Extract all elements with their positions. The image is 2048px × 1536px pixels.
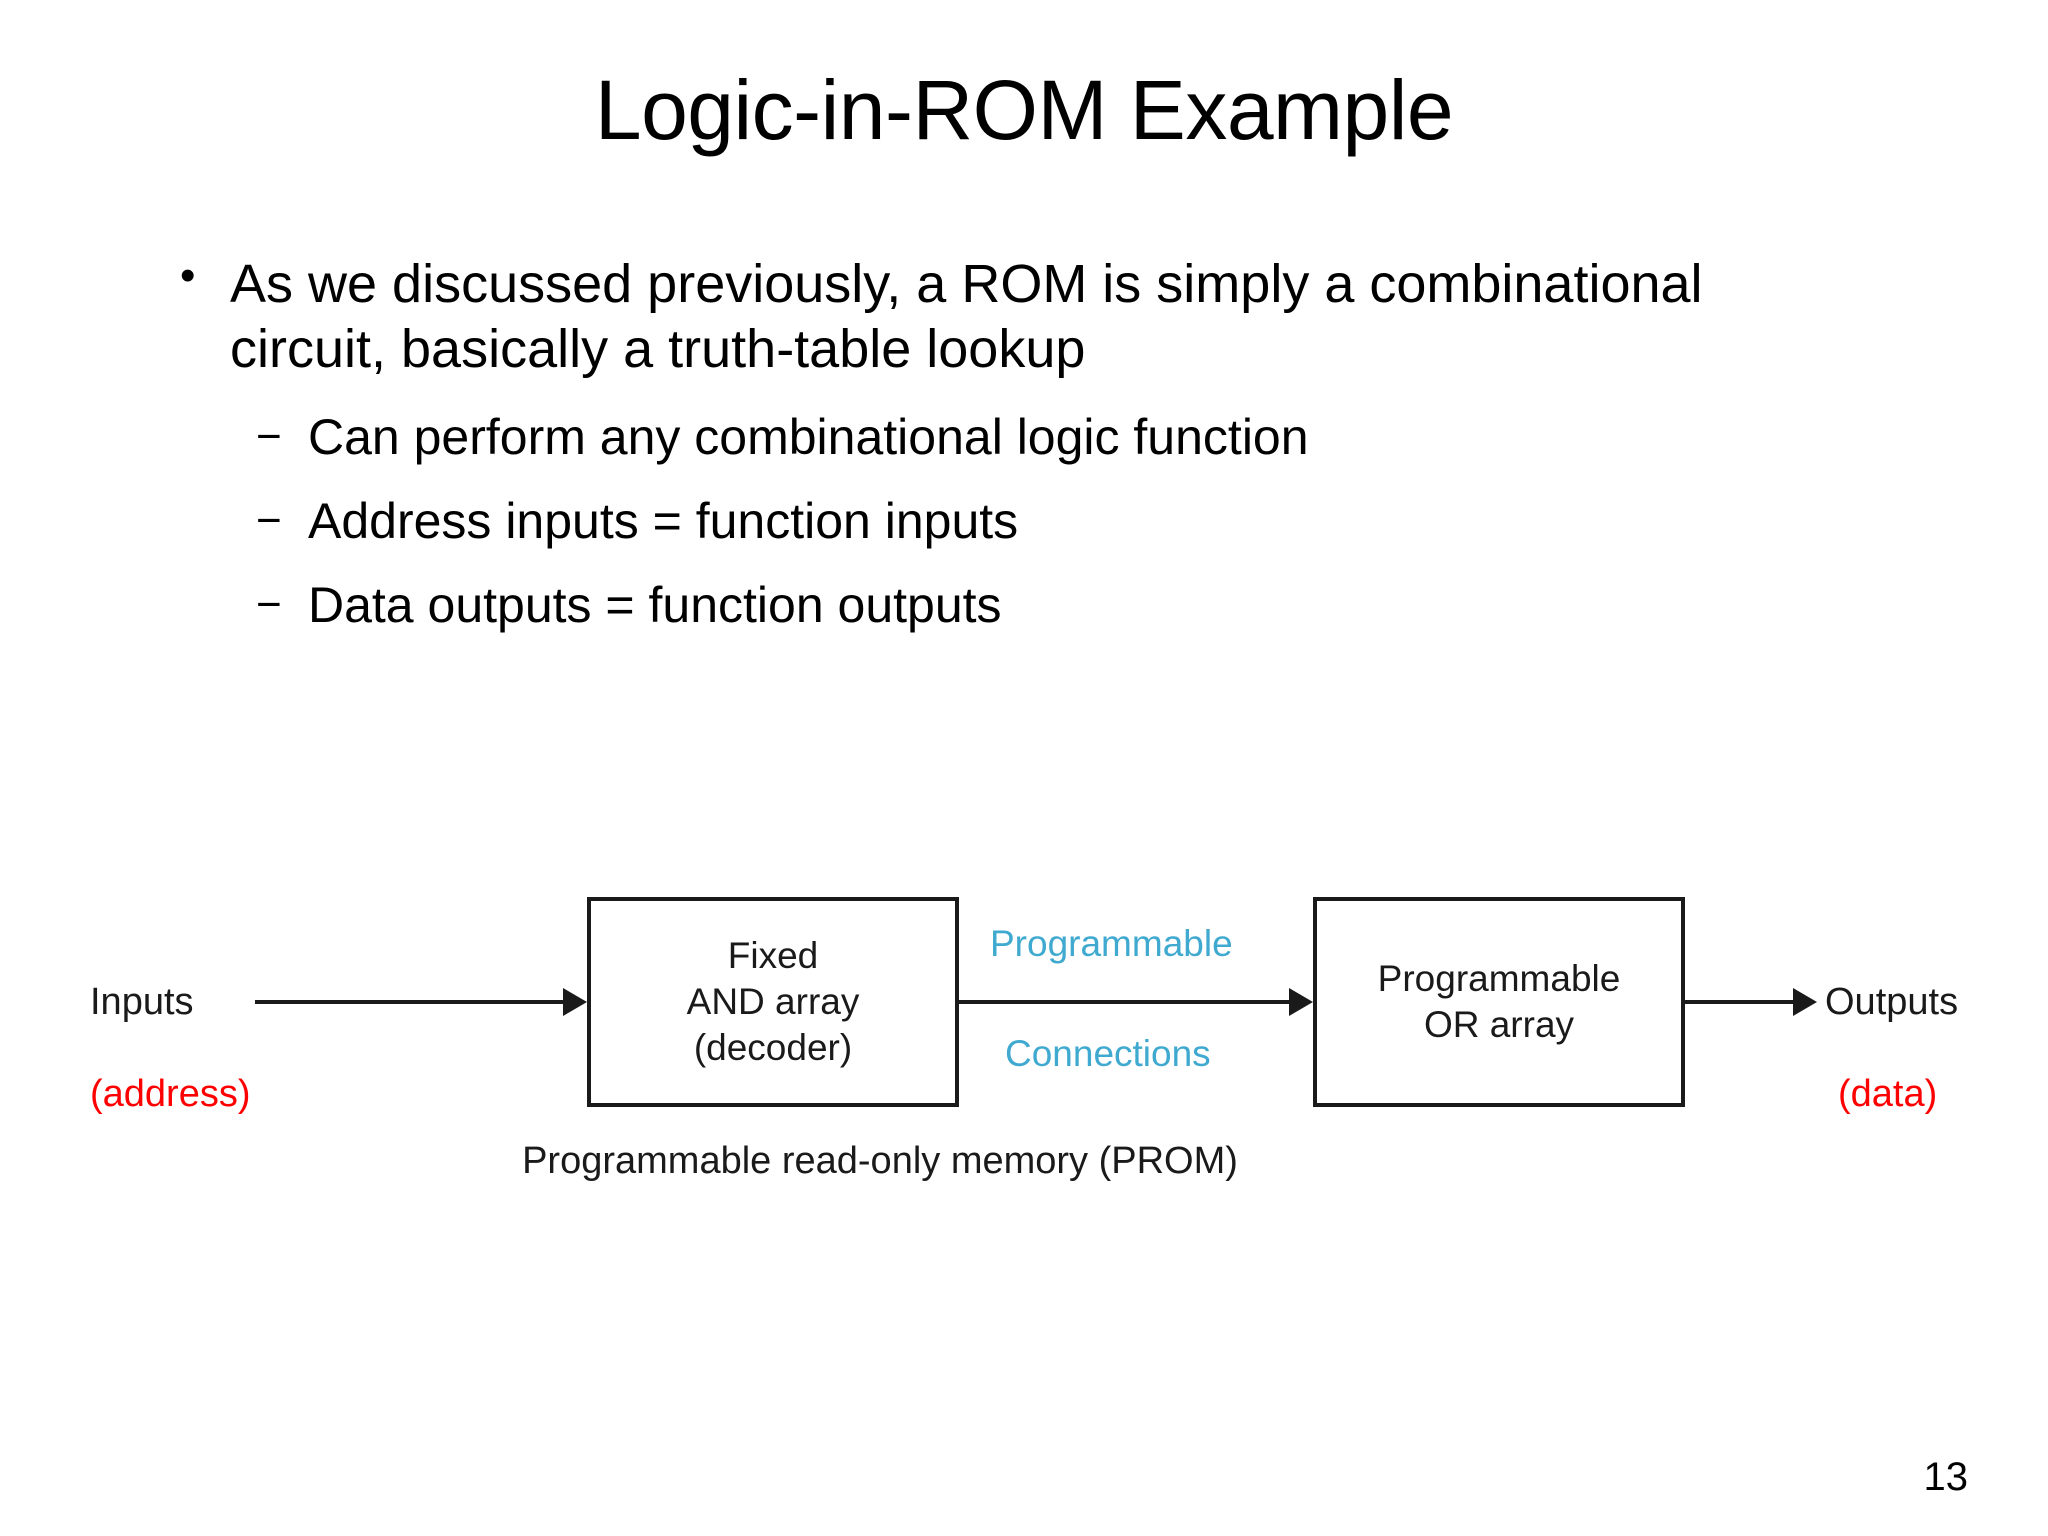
prom-block-diagram: Inputs (address) Fixed AND array (decode… — [70, 880, 1990, 1210]
diagram-link-label-line-1: Programmable — [990, 923, 1233, 964]
arrow-head-input-icon — [563, 988, 587, 1016]
bullet-dash-icon: − — [256, 496, 282, 545]
block-fixed-and-array: Fixed AND array (decoder) — [587, 897, 959, 1107]
diagram-output-label: Outputs — [1825, 981, 1959, 1023]
bullet-item-sub-0: − Can perform any combinational logic fu… — [168, 408, 1888, 466]
bullet-item-sub-1: − Address inputs = function inputs — [168, 492, 1888, 550]
bullet-sub-text: Data outputs = function outputs — [308, 577, 1002, 633]
bullet-item-sub-2: − Data outputs = function outputs — [168, 576, 1888, 634]
block-and-line-3: (decoder) — [693, 1027, 853, 1068]
bullet-dash-icon: − — [256, 412, 282, 461]
diagram-output-sublabel: (data) — [1838, 1073, 1938, 1115]
arrow-head-output-icon — [1793, 988, 1817, 1016]
page-title: Logic-in-ROM Example — [594, 63, 1454, 157]
bullet-item-main: • As we discussed previously, a ROM is s… — [168, 251, 1888, 382]
bullet-sub-text: Address inputs = function inputs — [308, 493, 1019, 549]
diagram-caption: Programmable read-only memory (PROM) — [522, 1140, 1238, 1182]
arrow-line-output — [1685, 1000, 1795, 1004]
body-content: • As we discussed previously, a ROM is s… — [168, 251, 1888, 634]
block-or-line-2: OR array — [1423, 1004, 1575, 1045]
block-programmable-or-array: Programmable OR array — [1313, 897, 1685, 1107]
bullet-dot-icon: • — [180, 251, 196, 300]
bullet-dash-icon: − — [256, 580, 282, 629]
page-number: 13 — [1923, 1455, 1969, 1499]
diagram-input-label: Inputs — [90, 981, 194, 1023]
arrow-head-middle-icon — [1289, 988, 1313, 1016]
block-or-line-1: Programmable — [1377, 958, 1621, 999]
bullet-main-text: As we discussed previously, a ROM is sim… — [230, 254, 1703, 379]
bullet-sub-text: Can perform any combinational logic func… — [308, 409, 1309, 465]
arrow-line-input — [255, 1000, 565, 1004]
diagram-link-label-line-2: Connections — [1005, 1033, 1211, 1074]
block-and-line-1: Fixed — [727, 935, 819, 976]
block-and-line-2: AND array — [686, 981, 860, 1022]
arrow-line-middle — [959, 1000, 1291, 1004]
diagram-input-sublabel: (address) — [90, 1073, 251, 1115]
